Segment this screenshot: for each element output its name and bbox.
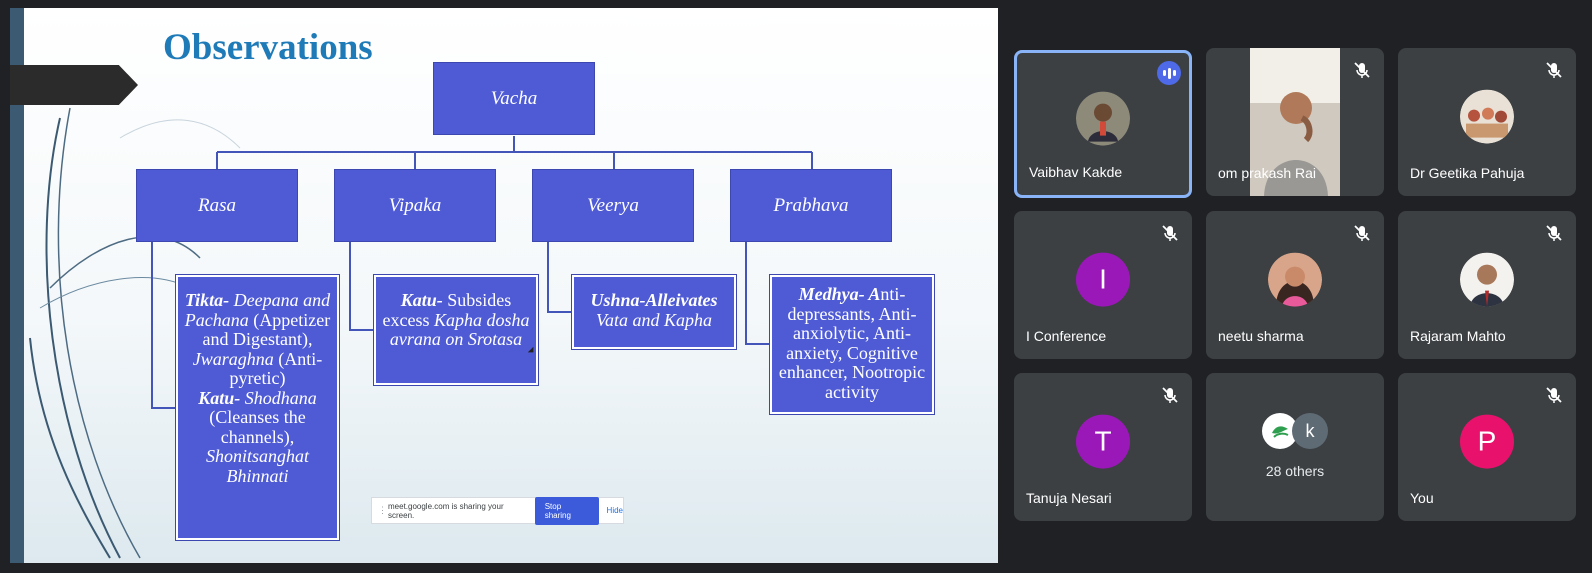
vipaka-plain: Subsides excess [382,290,512,330]
detail-prabhava: Medhya- Anti-depressants, Anti-anxiolyti… [769,274,935,415]
mic-off-icon [1546,62,1562,78]
participant-tile-others[interactable]: k 28 others [1206,373,1384,521]
rasa-tikta-italic: Deepana and Pachana [184,290,331,330]
avatar: T [1076,414,1130,469]
prabhava-plain: nti-depressants, Anti-anxiolytic, Anti-a… [778,284,926,402]
mic-off-icon [1546,387,1562,403]
participant-video [1250,48,1340,196]
rasa-tikta-plain: (Appetizer and Digestant), [202,309,331,349]
participant-tile-rajaram-mahto[interactable]: Rajaram Mahto [1398,211,1576,359]
veerya-ushna-label: Ushna-Alleivates [590,290,718,310]
share-message: meet.google.com is sharing your screen. [388,501,504,520]
participant-name: I Conference [1026,328,1107,344]
detail-veerya: Ushna-Alleivates Vata and Kapha [571,274,737,350]
avatar [1460,252,1514,307]
prabhava-medhya-label: Medhya- A [798,284,881,304]
mic-off-icon [1546,225,1562,241]
participant-tile-vaibhav-kakde[interactable]: Vaibhav Kakde [1014,50,1192,198]
mic-off-icon [1162,225,1178,241]
rasa-cleanses: (Cleanses the channels), [209,407,306,447]
drag-handle-icon[interactable]: ⋮ [378,505,387,515]
participant-tile-neetu-sharma[interactable]: neetu sharma [1206,211,1384,359]
participant-name: Dr Geetika Pahuja [1410,165,1525,181]
avatar: P [1460,414,1514,469]
detail-rasa: Tikta- Deepana and Pachana (Appetizer an… [175,274,340,541]
mic-off-icon [1162,387,1178,403]
avatar [1076,91,1130,146]
speaking-icon [1157,61,1181,85]
rasa-tikta-label: Tikta- [184,290,230,310]
participant-name: Tanuja Nesari [1026,490,1112,506]
mic-off-icon [1354,62,1370,78]
slide-arrow-shape [10,65,138,105]
avatar: I [1076,252,1130,307]
participant-tile-tanuja-nesari[interactable]: T Tanuja Nesari [1014,373,1192,521]
rasa-katu-label: Katu- [198,387,241,408]
slide-title: Observations [163,27,373,68]
shared-slide: Observations Vacha Rasa Vipaka Veerya Pr… [10,8,998,563]
node-rasa: Rasa [136,169,298,242]
others-count: 28 others [1265,463,1325,479]
rasa-shodhana: Shodhana [240,387,317,408]
participant-name: om prakash Rai [1218,165,1317,181]
detail-vipaka: Katu- Subsides excess Kapha dosha avrana… [373,274,539,386]
diagram-connectors [151,136,813,409]
screen-share-bar: ⋮ meet.google.com is sharing your screen… [371,496,624,525]
participant-name: You [1410,490,1434,506]
hide-share-bar-button[interactable]: Hide [606,506,623,515]
slide-side-strip [10,8,24,563]
participant-name: Rajaram Mahto [1410,328,1506,344]
slide-decoration [29,107,241,559]
node-prabhava: Prabhava [730,169,892,242]
participant-name: Vaibhav Kakde [1029,164,1123,180]
avatar [1460,89,1514,144]
participant-tile-dr-geetika-pahuja[interactable]: Dr Geetika Pahuja [1398,48,1576,196]
vipaka-katu-label: Katu- [400,290,443,310]
rasa-shonitsanghat: Shonitsanghat Bhinnati [205,446,309,486]
participant-name: neetu sharma [1218,328,1304,344]
rasa-antipyretic: (Anti-pyretic) [229,348,323,388]
participant-tile-om-prakash-rai[interactable]: om prakash Rai [1206,48,1384,196]
mic-off-icon [1354,225,1370,241]
vipaka-italic: Kapha dosha avrana on Srotasa [389,309,530,349]
stop-sharing-button[interactable]: Stop sharing [534,496,599,525]
node-vipaka: Vipaka [334,169,496,242]
others-avatar-initial: k [1292,413,1328,449]
node-vacha: Vacha [433,62,595,135]
rasa-jwaraghna: Jwaraghna [192,348,274,369]
participant-tile-you[interactable]: P You [1398,373,1576,521]
avatar [1268,252,1322,307]
participant-tile-i-conference[interactable]: I I Conference [1014,211,1192,359]
node-veerya: Veerya [532,169,694,242]
veerya-italic: Vata and Kapha [595,309,712,330]
